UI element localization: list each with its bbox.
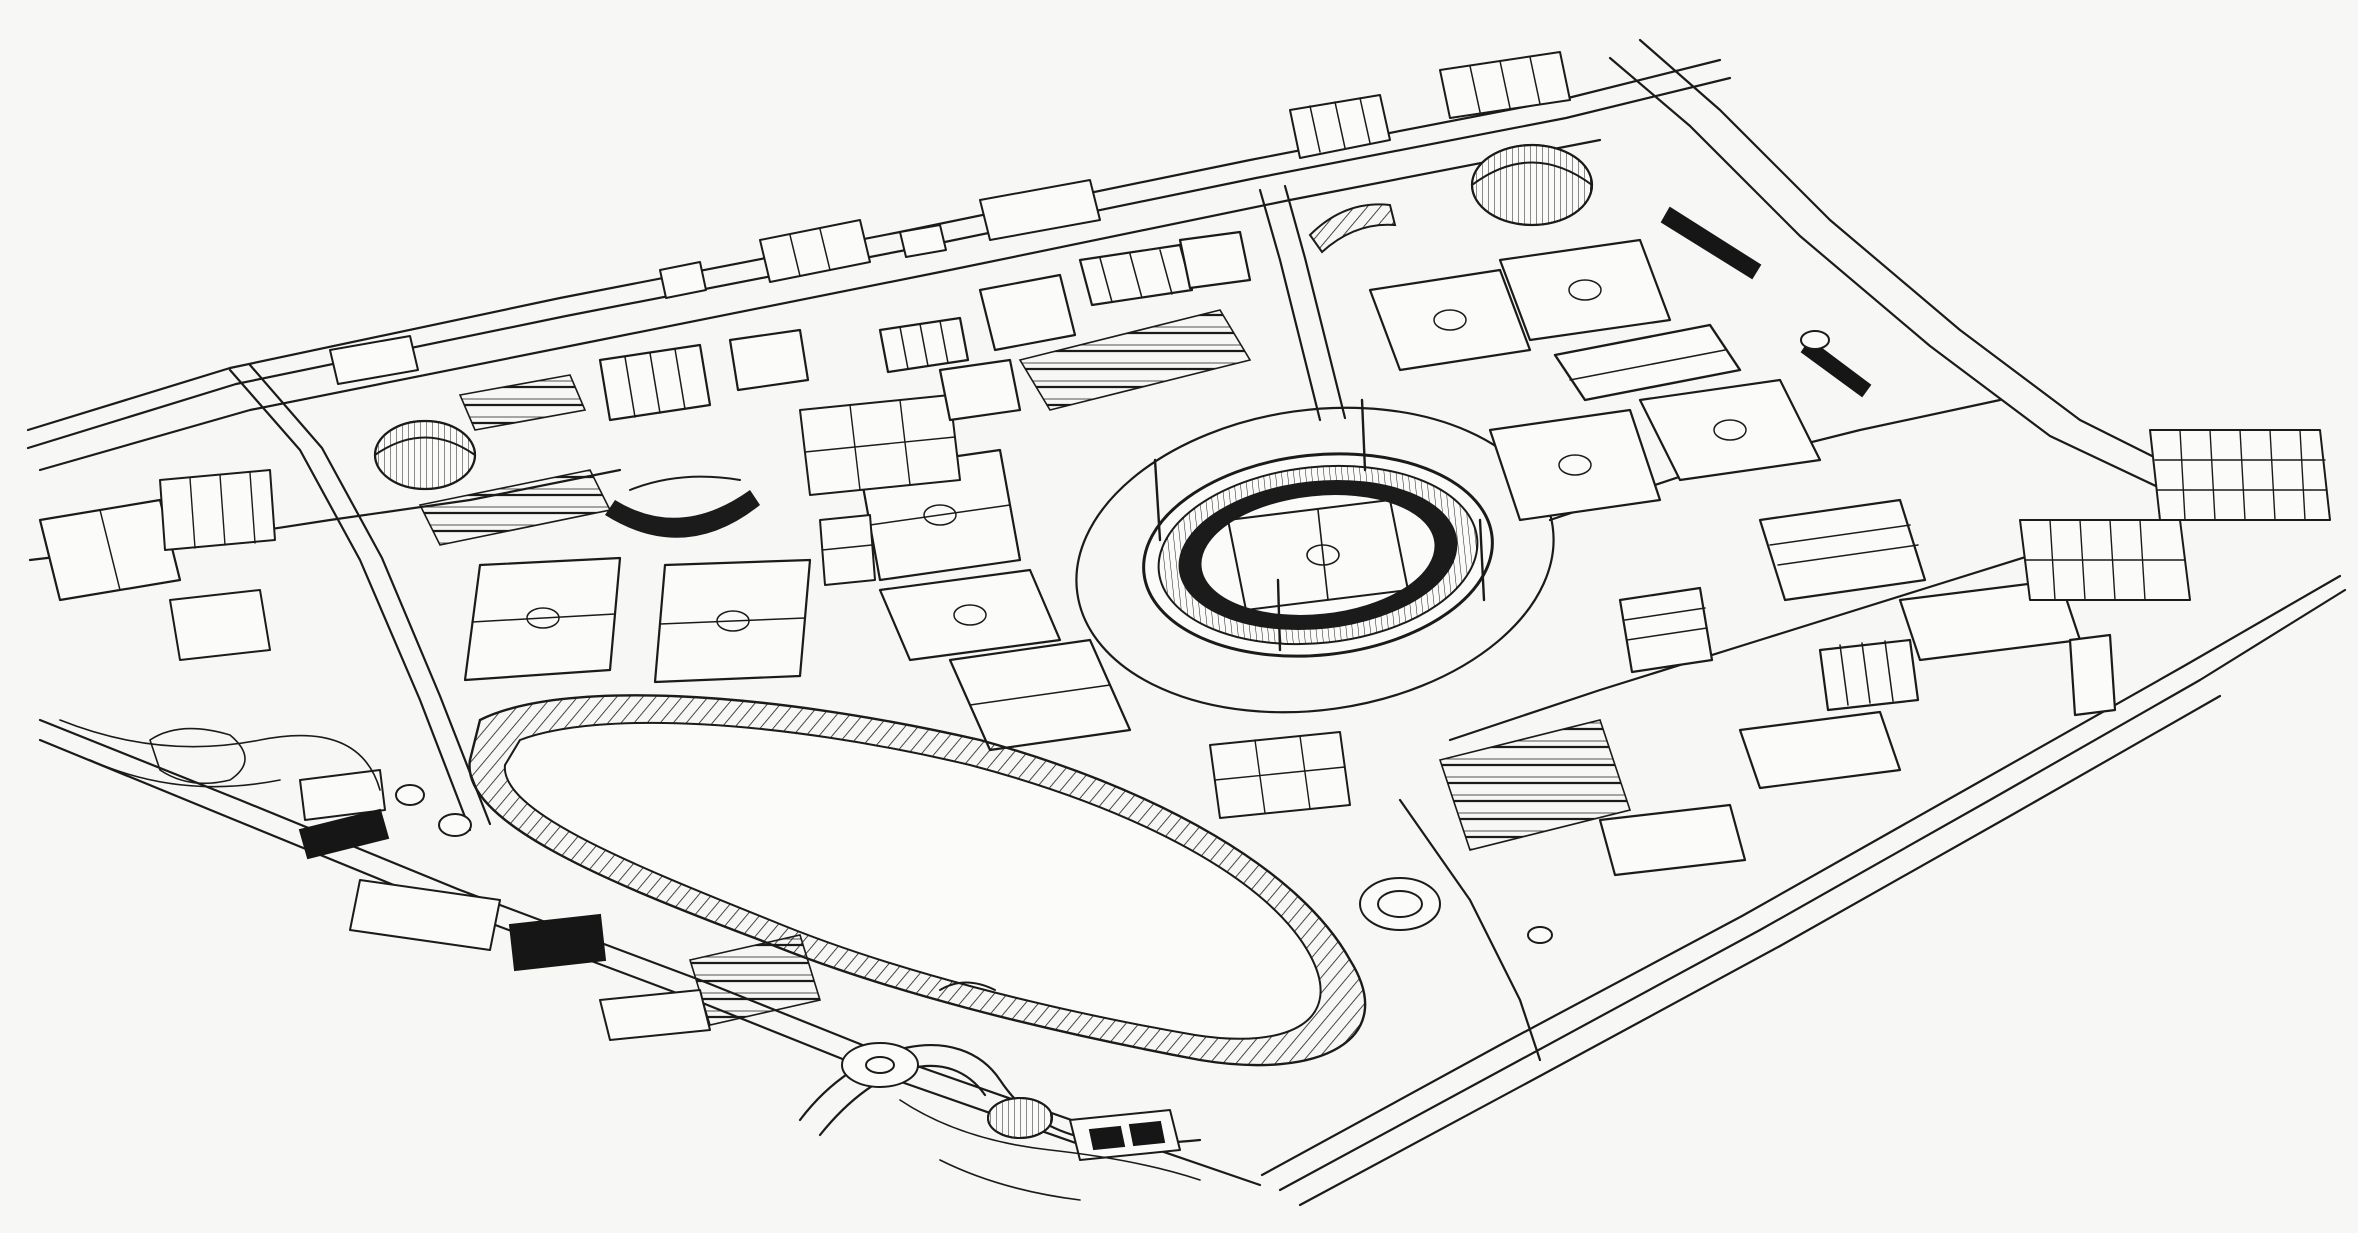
football-field (38, 498, 182, 602)
parking-lots (418, 309, 1632, 1026)
football-field (948, 638, 1132, 752)
small-pavilions (395, 330, 1830, 1088)
tennis-court-block (799, 394, 961, 496)
football-field (463, 556, 622, 682)
parking-lot (458, 374, 587, 431)
north-edge-buildings (329, 51, 1571, 385)
indoor-hall (1553, 323, 1742, 402)
football-field (653, 558, 812, 684)
tennis-courts (799, 394, 1351, 819)
main-stadium (1142, 398, 1494, 658)
tennis-court-block (819, 514, 876, 586)
football-field (878, 568, 1062, 662)
parking-lot (418, 469, 612, 546)
football-field (1368, 268, 1532, 372)
rowing-lake (468, 694, 1367, 1067)
domed-arena-west (373, 419, 477, 491)
southwest-buildings (159, 469, 1181, 1161)
football-field (1488, 408, 1662, 522)
football-field (1498, 238, 1672, 342)
road-network (26, 38, 2347, 1207)
parking-lot (1438, 719, 1632, 851)
north-central-buildings (598, 230, 1252, 422)
domed-arena-north (1470, 143, 1594, 227)
curved-grandstand-north (1308, 203, 1397, 254)
curved-grandstand-west (605, 475, 760, 538)
residential-blocks (2019, 429, 2331, 601)
parking-lot (1018, 309, 1252, 411)
tennis-court-block (1209, 731, 1351, 819)
football-fields (38, 238, 1822, 752)
domed-arena-south (987, 1097, 1053, 1139)
football-field (1638, 378, 1822, 482)
park-paths (59, 719, 1201, 1201)
round-pavilion-east (1359, 877, 1441, 931)
